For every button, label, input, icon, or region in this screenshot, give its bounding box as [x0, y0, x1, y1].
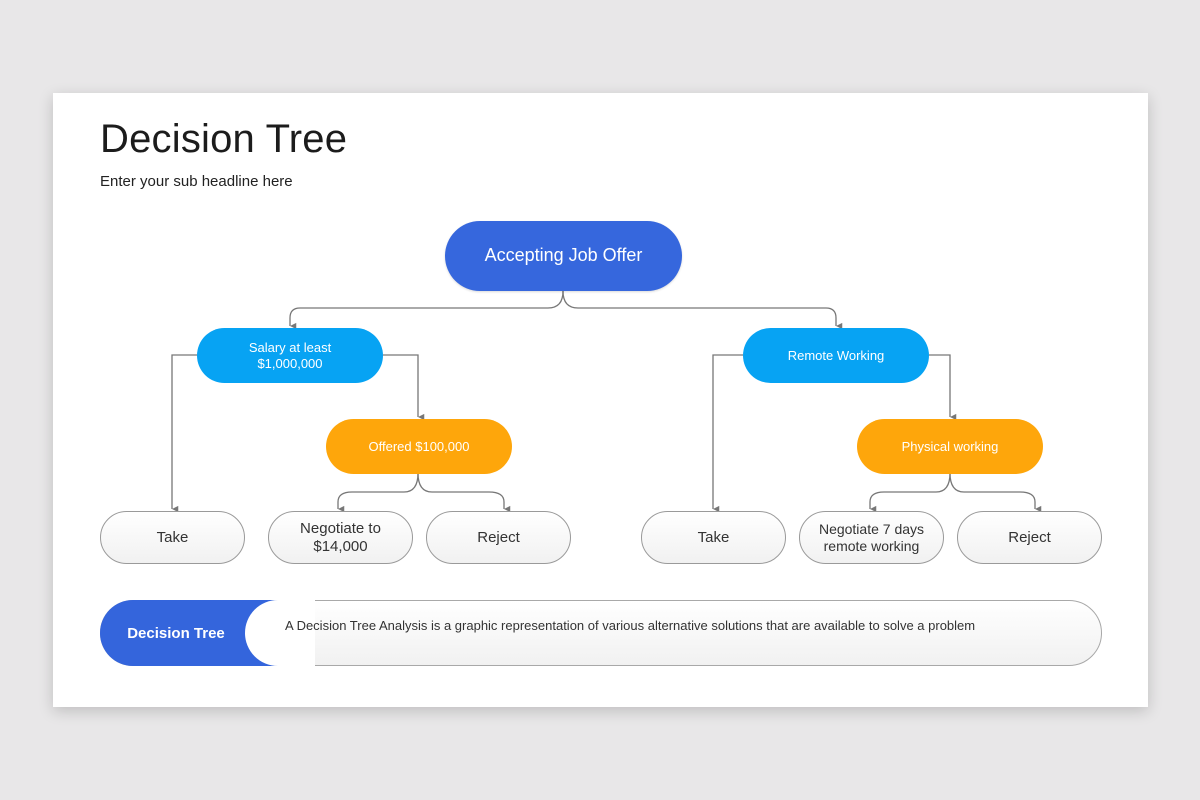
info-banner-label: Decision Tree	[127, 624, 225, 642]
info-banner: Decision Tree A Decision Tree Analysis i…	[100, 600, 1102, 666]
info-banner-cap	[245, 600, 315, 666]
offered-node: Offered $100,000	[326, 419, 512, 474]
physical-working-node: Physical working	[857, 419, 1043, 474]
page-subtitle: Enter your sub headline here	[100, 173, 293, 190]
info-banner-text: A Decision Tree Analysis is a graphic re…	[285, 618, 976, 633]
root-node: Accepting Job Offer	[445, 221, 682, 291]
leaf-reject-left: Reject	[426, 511, 571, 564]
page-title: Decision Tree	[100, 117, 348, 161]
leaf-negotiate-remote: Negotiate 7 days remote working	[799, 511, 944, 564]
leaf-negotiate-salary: Negotiate to $14,000	[268, 511, 413, 564]
leaf-take-left: Take	[100, 511, 245, 564]
salary-criterion-node: Salary at least $1,000,000	[197, 328, 383, 383]
remote-criterion-node: Remote Working	[743, 328, 929, 383]
leaf-take-right: Take	[641, 511, 786, 564]
leaf-reject-right: Reject	[957, 511, 1102, 564]
